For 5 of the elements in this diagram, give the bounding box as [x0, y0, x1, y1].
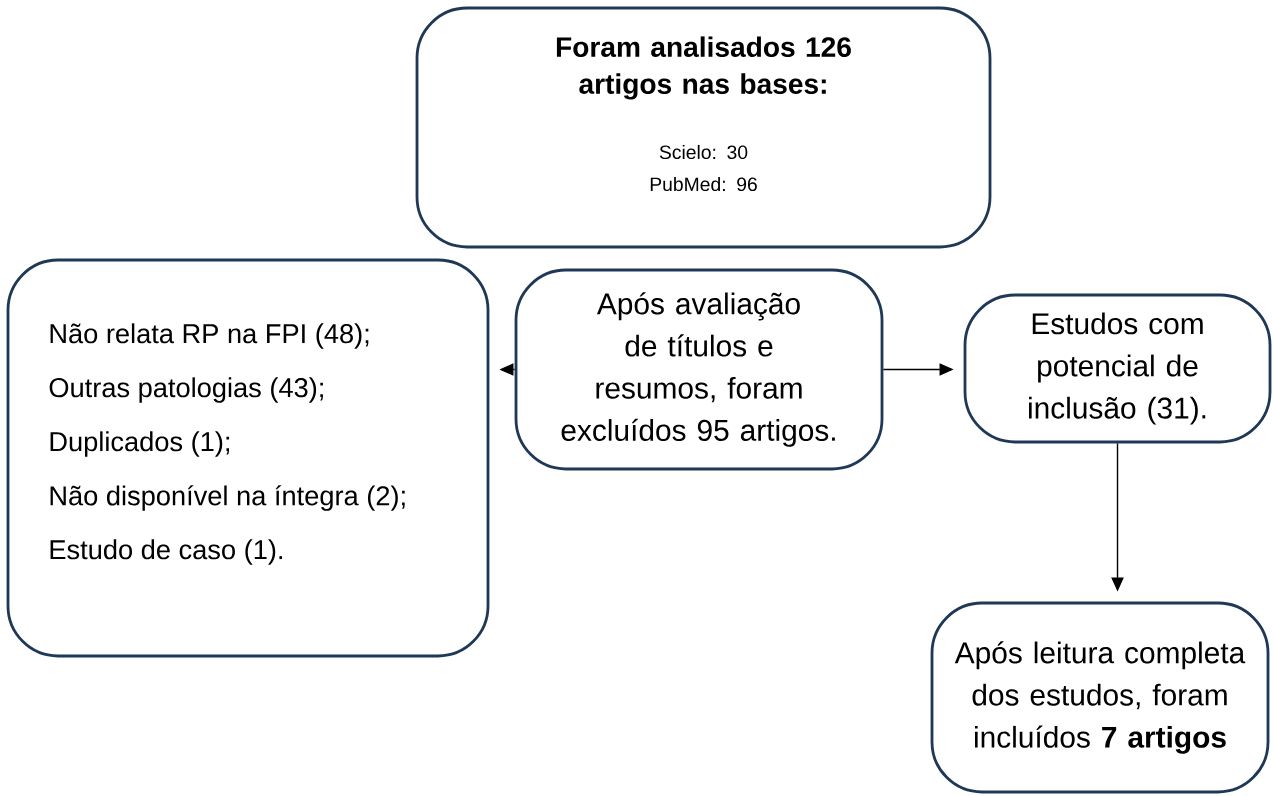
- flow-box: Estudos com potencial de inclusão (31).: [963, 293, 1272, 444]
- flow-box: Foram analisados 126 artigos nas bases: Scielo: 30 PubMed: 96: [415, 6, 992, 249]
- flow-box: Após avaliação de títulos e resumos, foram excluídos 95 artigos.: [514, 268, 884, 471]
- flow-box: Não relata RP na FPI (48); Outras patologias (43); Duplicados (1); Não disponível na íntegra (2); Estudo de caso (1).: [6, 258, 490, 658]
- flow-box: Após leitura completa dos estudos, foram incluídos 7 artigos: [930, 601, 1270, 794]
